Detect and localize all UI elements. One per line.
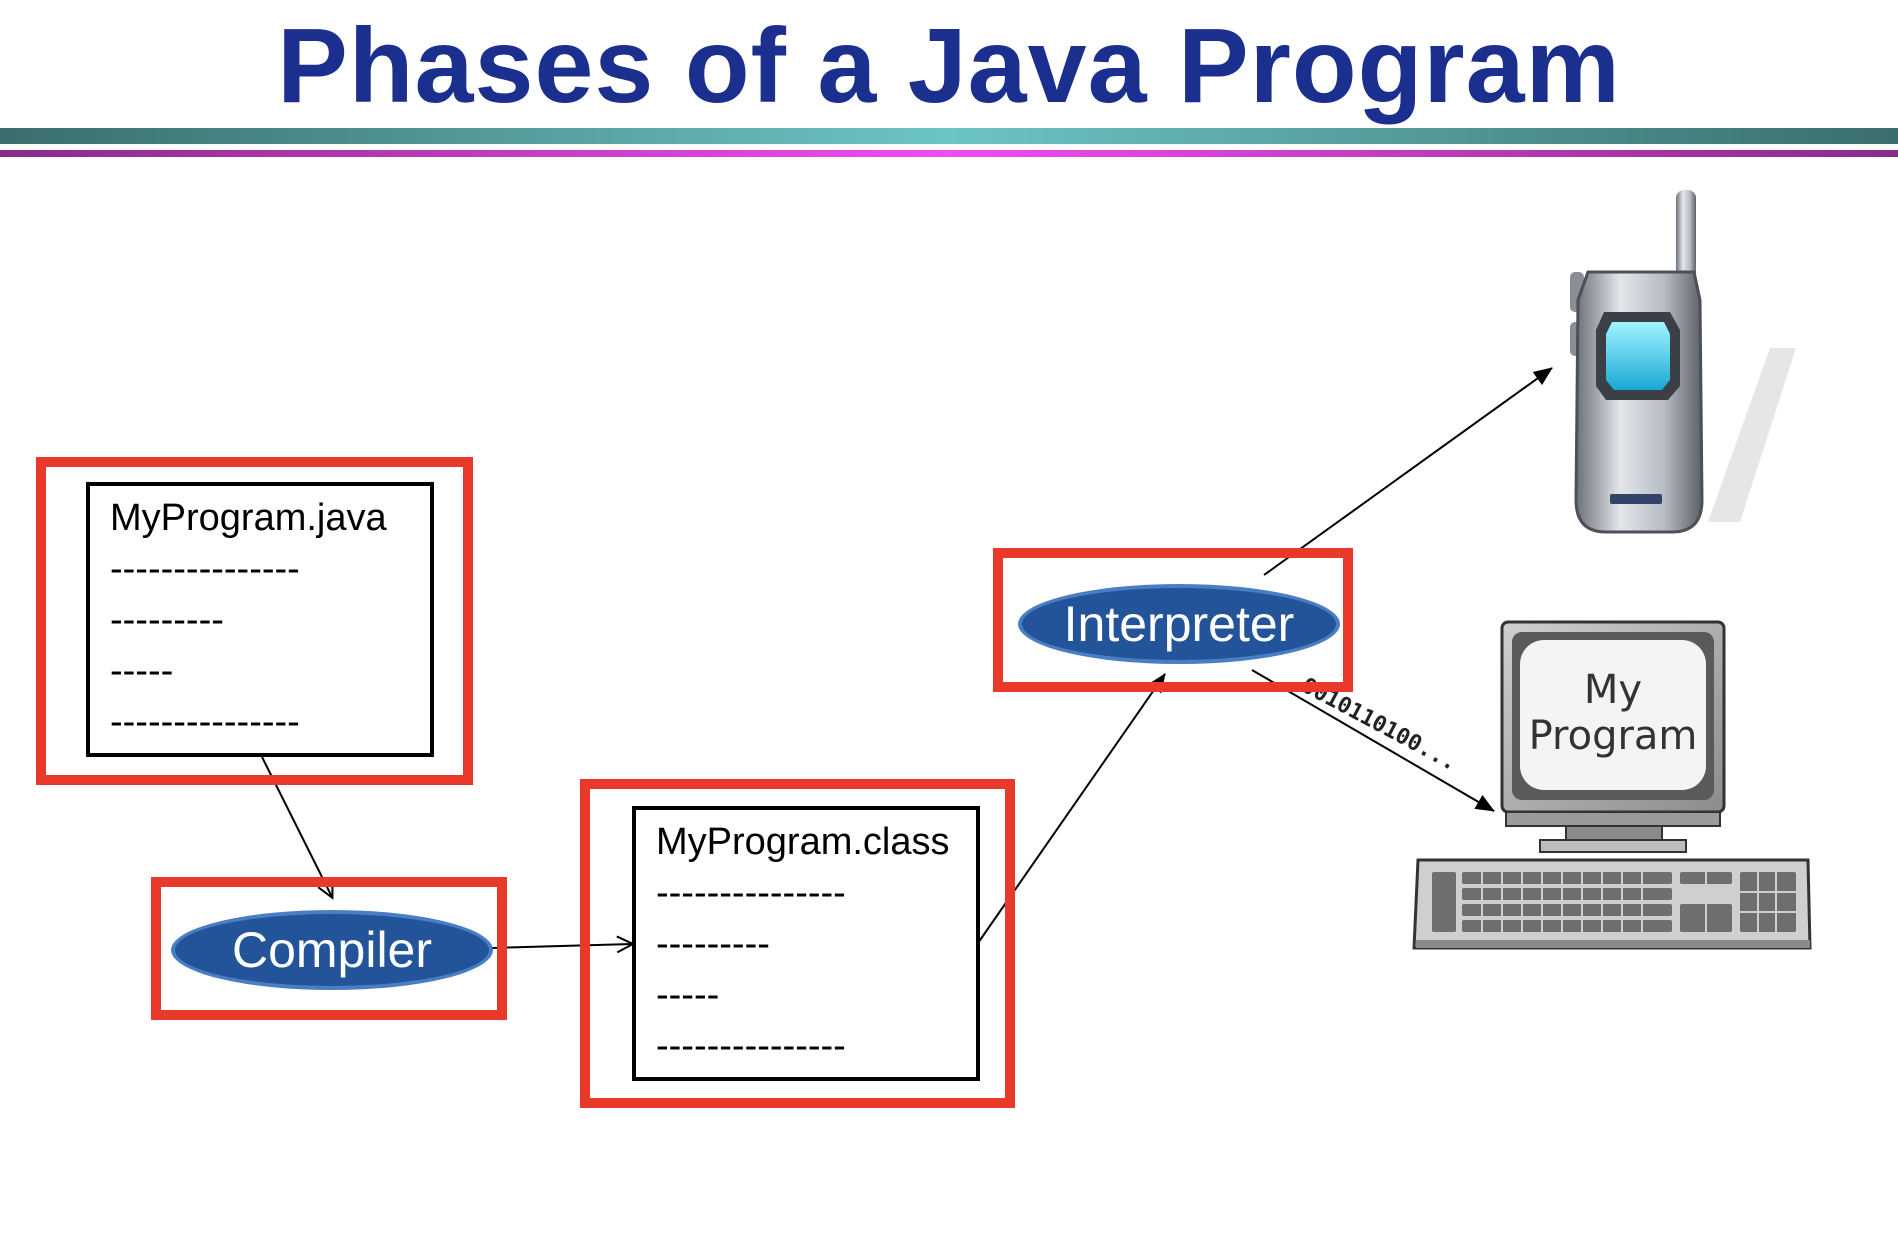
screen-line-1: My	[1584, 667, 1642, 713]
class-code-line-1: ---------------	[656, 872, 846, 914]
title-rule-top	[0, 128, 1898, 144]
source-code-line-2: ---------	[110, 599, 224, 641]
title-rule-bottom	[0, 150, 1898, 157]
screen-line-2: Program	[1529, 713, 1698, 759]
class-code-line-3: -----	[656, 974, 720, 1016]
class-file-name: MyProgram.class	[656, 821, 950, 863]
highlight-compiler	[151, 877, 507, 1020]
slide-title: Phases of a Java Program	[277, 7, 1621, 125]
mobile-phone-icon	[1570, 190, 1796, 534]
arrow-interpreter-to-phone	[1263, 367, 1553, 576]
class-code-line-4: ---------------	[656, 1025, 846, 1067]
source-code-line-1: ---------------	[110, 548, 300, 590]
interpreter-node: Interpreter	[1018, 584, 1340, 664]
class-code-line-2: ---------	[656, 923, 770, 965]
source-code-line-3: -----	[110, 650, 174, 692]
source-file-box: MyProgram.java --------------- ---------…	[86, 482, 434, 757]
desktop-computer-icon: My Program	[1500, 620, 1726, 853]
compiler-node: Compiler	[171, 910, 493, 990]
highlight-interpreter	[993, 548, 1353, 692]
arrow-compiler-to-class	[491, 944, 632, 948]
source-file-name: MyProgram.java	[110, 497, 387, 539]
class-file-box: MyProgram.class --------------- --------…	[632, 806, 980, 1081]
keyboard-icon	[1412, 858, 1812, 950]
highlight-class-file	[580, 779, 1015, 1108]
source-code-line-4: ---------------	[110, 701, 300, 743]
arrow-interpreter-to-computer	[1251, 669, 1495, 812]
highlight-source-file	[36, 457, 473, 785]
